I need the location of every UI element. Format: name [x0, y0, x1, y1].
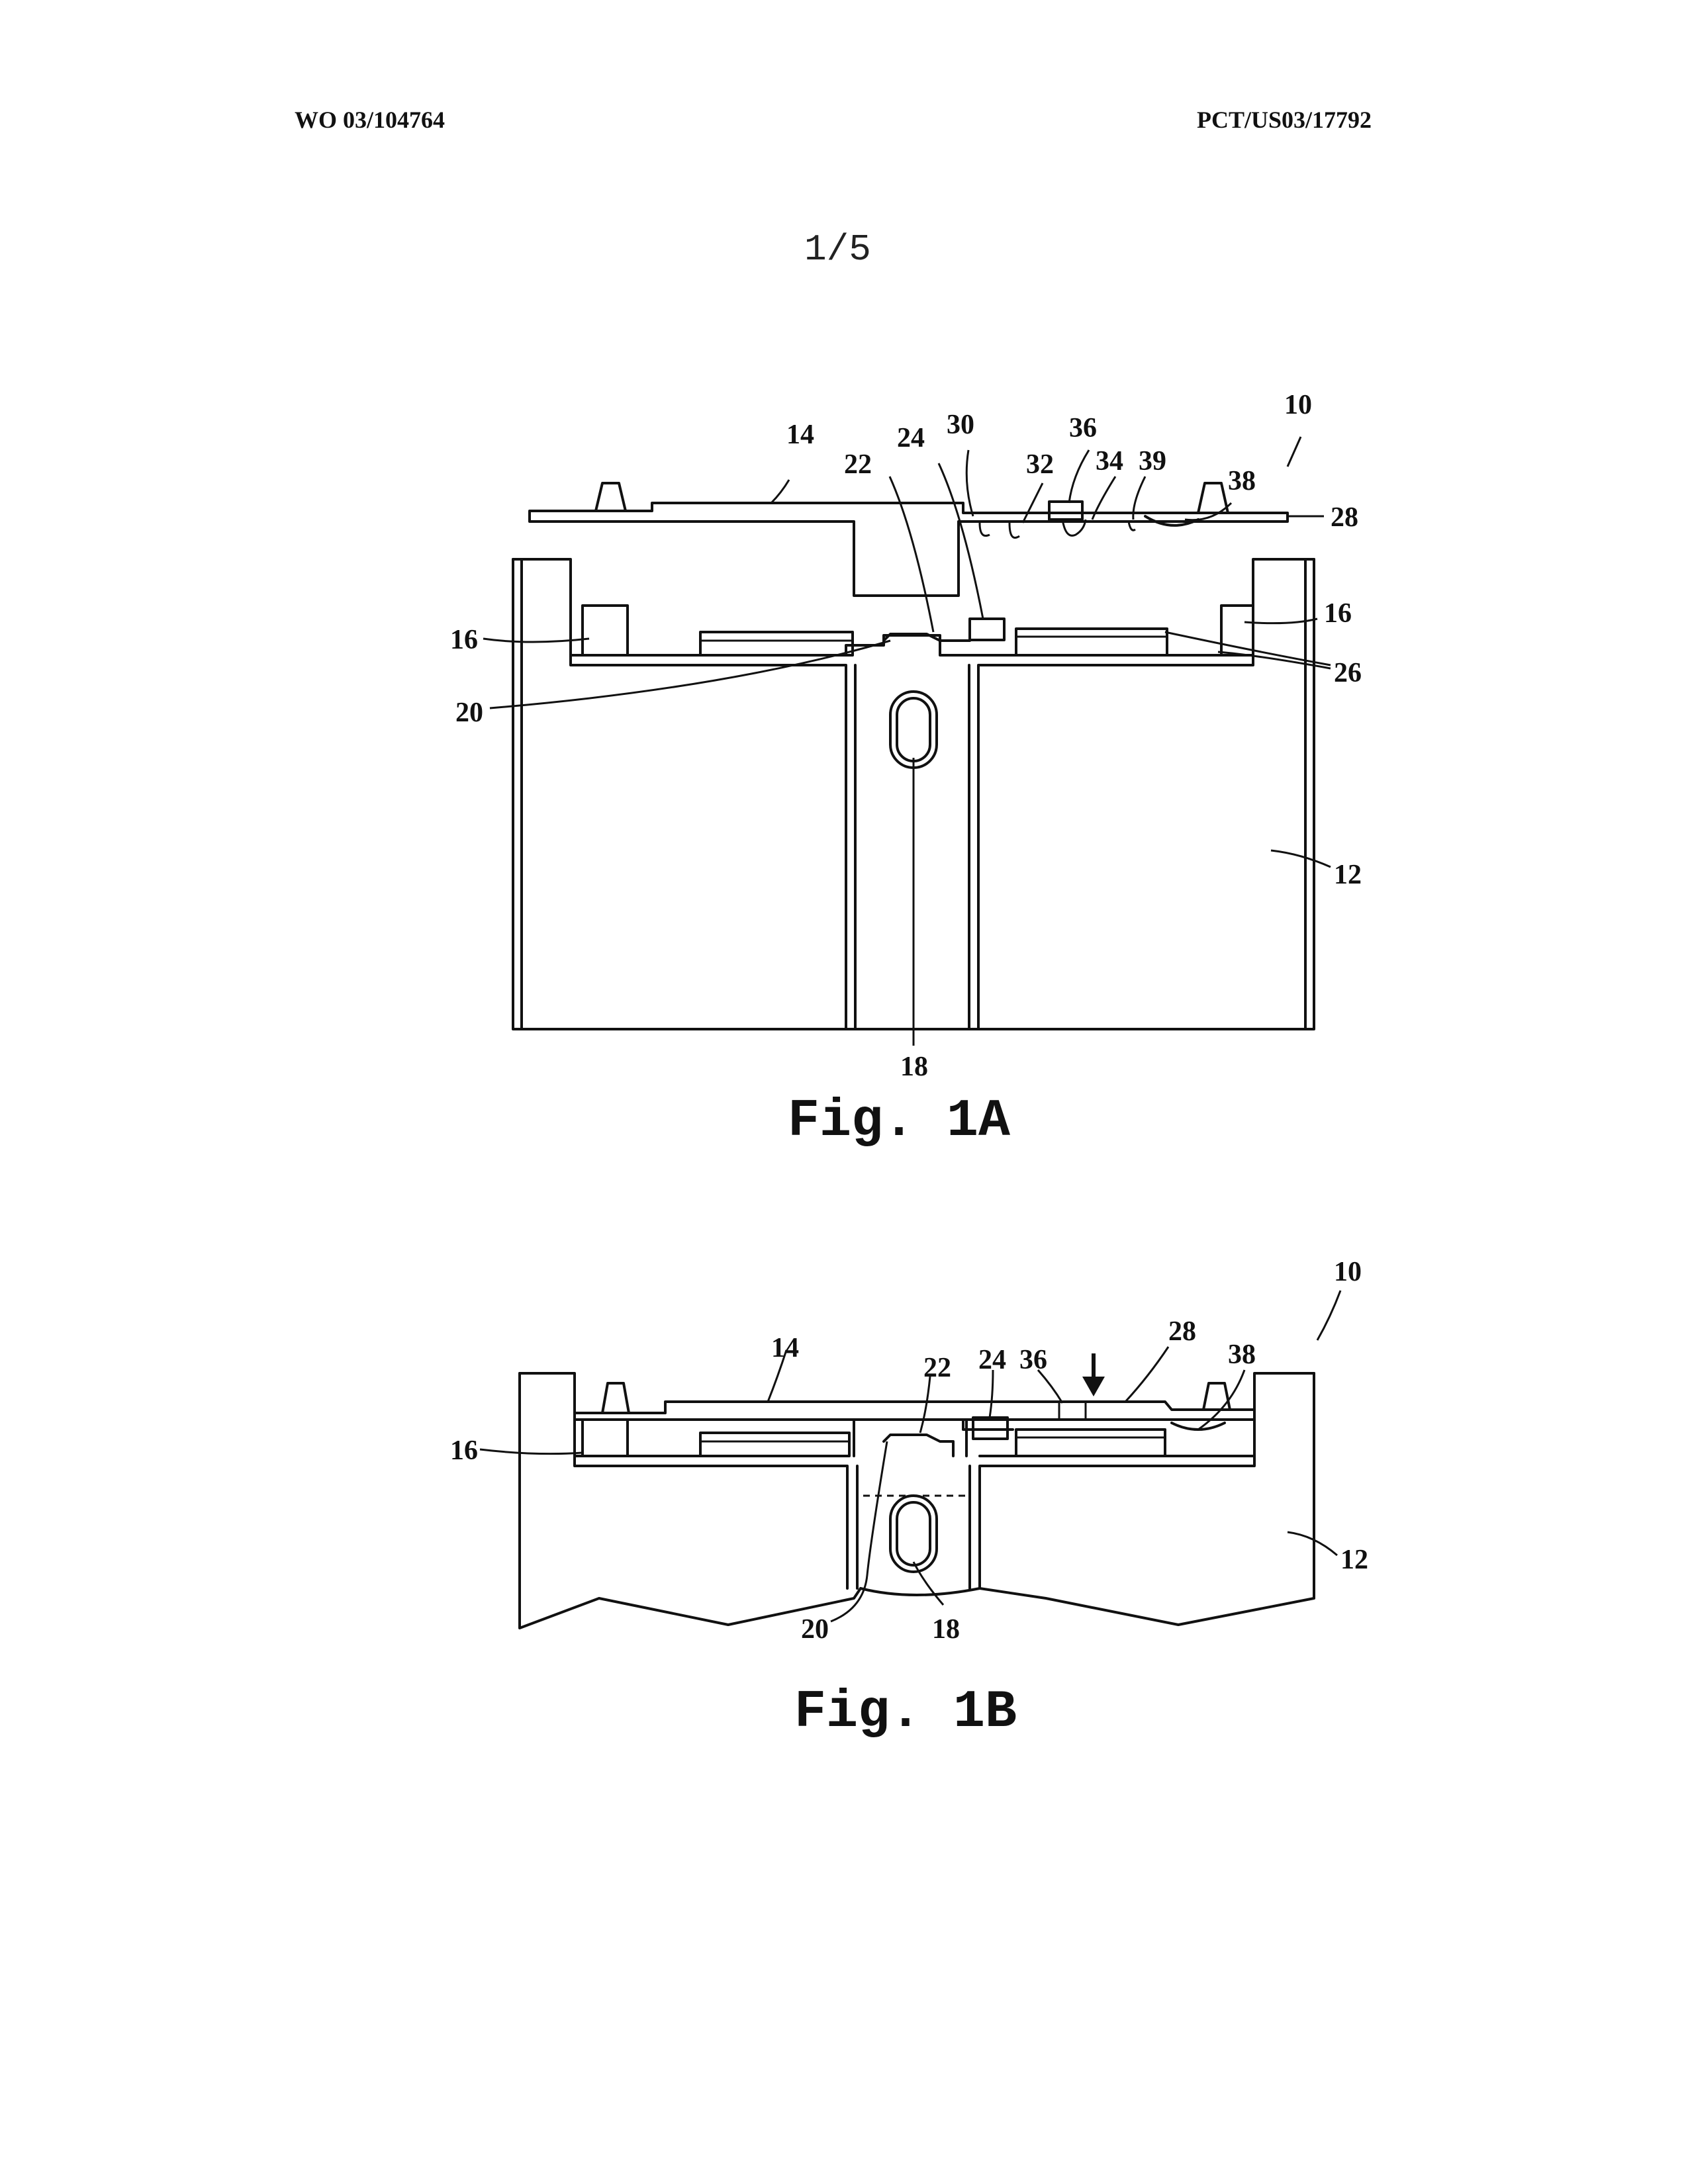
label-22: 22 — [844, 449, 872, 480]
label-38-b: 38 — [1228, 1340, 1256, 1370]
label-30: 30 — [947, 410, 974, 440]
label-16-left: 16 — [450, 625, 478, 655]
housing-12-b — [520, 1373, 1314, 1628]
label-12: 12 — [1334, 860, 1362, 890]
label-22-b: 22 — [923, 1353, 951, 1383]
press-arrowhead — [1082, 1377, 1105, 1396]
fig-1a: 10 14 22 24 30 32 36 34 39 38 28 16 16 2… — [450, 390, 1362, 1152]
figure-caption-1a: Fig. 1A — [788, 1091, 1011, 1152]
label-36-b: 36 — [1019, 1345, 1047, 1375]
contact-20 — [884, 634, 970, 641]
label-36: 36 — [1069, 413, 1097, 443]
plates-b — [700, 1430, 1165, 1456]
fig-1b: 10 14 22 24 36 28 38 16 12 20 18 Fig. 1B — [450, 1257, 1368, 1743]
label-18-b: 18 — [932, 1614, 960, 1645]
label-14: 14 — [786, 420, 814, 450]
figure-caption-1b: Fig. 1B — [794, 1682, 1017, 1743]
cover-14 — [530, 483, 1288, 596]
label-28: 28 — [1331, 502, 1358, 533]
block-16-b — [583, 1420, 628, 1456]
label-24-b: 24 — [978, 1345, 1006, 1375]
label-12-b: 12 — [1340, 1545, 1368, 1575]
label-10: 10 — [1284, 390, 1312, 420]
labels-1b: 10 14 22 24 36 28 38 16 12 20 18 — [450, 1257, 1368, 1645]
leaders-1a — [483, 437, 1331, 1046]
label-39: 39 — [1139, 446, 1166, 477]
block-24 — [970, 619, 1004, 640]
label-20: 20 — [455, 698, 483, 728]
label-32: 32 — [1026, 449, 1054, 480]
label-28-b: 28 — [1168, 1316, 1196, 1347]
contact-20-b — [884, 1435, 953, 1456]
label-16-right: 16 — [1324, 598, 1352, 629]
label-26: 26 — [1334, 658, 1362, 688]
plates-26 — [700, 629, 1167, 655]
label-10-b: 10 — [1334, 1257, 1362, 1287]
label-20-b: 20 — [801, 1614, 829, 1645]
label-24: 24 — [897, 423, 925, 453]
label-38: 38 — [1228, 466, 1256, 496]
label-14-b: 14 — [771, 1333, 799, 1363]
label-34: 34 — [1096, 446, 1123, 477]
label-16-b: 16 — [450, 1435, 478, 1466]
cover-14-b — [575, 1383, 1254, 1456]
block-16-left — [583, 606, 628, 655]
label-18: 18 — [900, 1052, 928, 1082]
